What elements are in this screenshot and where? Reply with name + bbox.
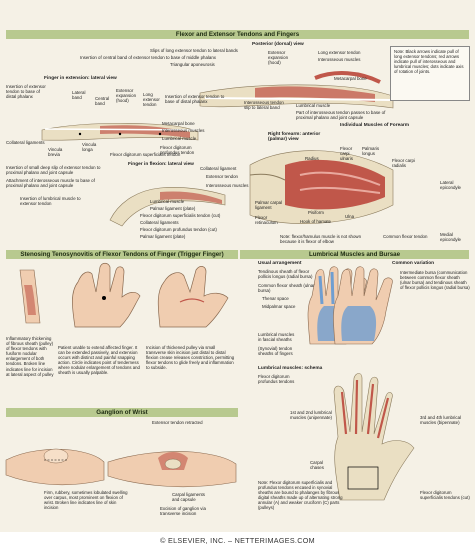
label-collateral-ligaments-2: Collateral ligaments: [140, 220, 179, 225]
label-interosseous-slip: Interosseous tendon slip to lateral band: [244, 100, 284, 110]
label-sheath-note: Note: Flexor digitorum superficialis and…: [258, 480, 346, 511]
label-synovial-tendon: (Synovial) tendon sheaths of fingers: [258, 346, 302, 356]
individual-muscles-label: Individual Muscles of Forearm: [340, 123, 409, 128]
label-long-extensor: Long extensor tendon: [143, 92, 169, 107]
label-fds-cut: Flexor digitorum superficialis tendon (c…: [140, 213, 220, 218]
label-first-second: 1st and 2nd lumbrical muscles (unipennat…: [290, 410, 332, 420]
trigger-finger-hand-illustration: [60, 262, 145, 332]
label-ext-tendon-retracted: Extensor tendon retracted: [152, 420, 203, 425]
label-part-interosseous: Part of interosseous tendon passes to ba…: [296, 110, 386, 120]
label-long-ext-tendon: Long extensor tendon: [318, 50, 360, 55]
label-insertion-ext-distal: Insertion of extensor tendon to base of …: [165, 94, 233, 104]
lumbrical-schema-label: Lumbrical muscles: schema: [258, 366, 322, 371]
lumbrical-header: Lumbrical Muscles and Bursae: [240, 250, 469, 259]
label-collateral-ligaments: Collateral ligaments: [6, 140, 45, 145]
label-lumbrical-fascial: Lumbrical muscles in fascial sheaths: [258, 332, 298, 342]
label-extensor-tendon: Extensor tendon: [206, 174, 238, 179]
label-palmar-ligament-plate: Palmar ligament (plate): [140, 234, 185, 239]
extension-view-label: Finger in extension: lateral view: [44, 76, 117, 81]
usual-arrangement-label: Usual arrangement: [258, 261, 301, 266]
label-ext-expansion: Extensor expansion (hood): [116, 88, 144, 103]
label-fds-tendons-cut: Flexor digitorum superficialis tendons (…: [420, 490, 470, 500]
dorsal-finger-illustration: [195, 58, 395, 118]
label-vincula-brevia: Vincula brevia: [48, 147, 68, 157]
label-collateral-ligament: Collateral ligament: [200, 166, 236, 171]
trigger-patient-text: Patient unable to extend affected finger…: [58, 345, 142, 376]
label-lateral-epicondyle: Lateral epicondyle: [440, 180, 470, 190]
trigger-finger-sheath-illustration: [10, 265, 50, 325]
dorsal-view-label: Posterior (dorsal) view: [252, 42, 304, 47]
label-excision: Excision of ganglion via transverse inci…: [160, 506, 226, 516]
label-triangular: Triangular aponeurosis: [170, 62, 215, 67]
label-small-deep-slip: Insertion of small deep slip of extensor…: [6, 165, 106, 175]
ganglion-excision-illustration: [108, 420, 238, 495]
label-vincula-longa: Vincula longa: [82, 142, 102, 152]
label-thenar-space: Thenar space: [262, 296, 289, 301]
copyright-footer: © ELSEVIER, INC. – NETTERIMAGES.COM: [0, 532, 475, 550]
label-fcr: Flexor carpi radialis: [392, 158, 424, 168]
label-palmar-ligament: Palmar ligament (plate): [150, 206, 195, 211]
label-note-fcr: Note: flexor/hamulus muscle is not shown…: [280, 234, 372, 244]
arrow-legend-note: Note: Black arrows indicate pull of long…: [390, 46, 470, 101]
label-palmar-carpal: Palmar carpal ligament: [255, 200, 289, 210]
label-central-band: Central band: [95, 96, 117, 106]
label-hook-hamate: Hook of hamate: [300, 219, 331, 224]
label-carpal-chases: Carpal chases: [310, 460, 334, 470]
trigger-inflammatory-text: Inflammatory thickening of fibrous sheat…: [6, 336, 54, 377]
label-insertion-ext-distal-2: Insertion of extensor tendon to base of …: [6, 84, 46, 99]
label-interosseous-muscles-3: Interosseous muscles: [206, 183, 248, 188]
label-medial-epicondyle: Medial epicondyle: [440, 232, 470, 242]
label-tendinous-sheath: Tendinous sheath of flexor pollicis long…: [258, 269, 320, 279]
label-common-flexor-sheath: Common flexor sheath (ulnar bursa): [258, 283, 320, 293]
label-lumbrical-muscle: Lumbrical muscle: [296, 103, 330, 108]
ganglion-header: Ganglion of Wrist: [6, 408, 238, 417]
trigger-finger-incision-illustration: [150, 262, 235, 332]
label-insertion-lumbrical: Insertion of lumbrical muscle to extenso…: [20, 196, 92, 206]
label-flexor-retinaculum: Flexor retinaculum: [255, 215, 289, 225]
ganglion-wrist-illustration: [6, 420, 106, 490]
label-common-flexor: Common flexor tendon: [383, 234, 427, 239]
common-variation-label: Common variation: [392, 261, 434, 266]
trigger-incision-text: Incision of thickened pulley via small t…: [146, 345, 236, 370]
label-metacarpal-bone: Metacarpal bone: [334, 76, 367, 81]
label-attachment-interosseous: Attachment of interosseous muscle to bas…: [6, 178, 110, 188]
label-midpalmar-space: Midpalmar space: [262, 304, 295, 309]
label-palmaris-longus: Palmaris longus: [362, 146, 388, 156]
trigger-finger-header: Stenosing Tenosynovitis of Flexor Tendon…: [6, 250, 238, 259]
label-interosseous-muscles: Interosseous muscles: [318, 57, 360, 62]
label-metacarpal-bone-2: Metacarpal bone: [162, 121, 195, 126]
label-fcu: Flexor carpi ulnaris: [340, 146, 362, 161]
label-ext-expansion-hood: Extensor expansion (hood): [268, 50, 296, 65]
label-ulna: Ulna: [345, 214, 354, 219]
label-lateral-band: Lateral band: [72, 90, 94, 100]
label-carpal-ligaments: Carpal ligaments and capsule: [172, 492, 212, 502]
label-radius: Radius: [305, 156, 319, 161]
label-lumbrical-muscle-2: Lumbrical muscle: [162, 136, 196, 141]
label-fdp-tendons: Flexor digitorum profundus tendons: [258, 374, 306, 384]
label-intermediate-bursa: Intermediate bursa (communication betwee…: [400, 270, 470, 290]
ganglion-firm-text: Firm, rubbery, sometimes lobulated swell…: [44, 490, 128, 510]
flexion-view-label: Finger in flexion: lateral view: [128, 162, 194, 167]
label-slips: Slips of long extensor tendon to lateral…: [150, 48, 238, 53]
label-fdp-cut: Flexor digitorum profundus tendon (cut): [140, 227, 217, 232]
label-pisiform: Pisiform: [308, 210, 324, 215]
label-insertion-central: Insertion of central band of extensor te…: [80, 55, 216, 60]
forearm-view-label: Right forearm: anterior (palmar) view: [268, 132, 328, 142]
label-lumbrical-muscle-3: Lumbrical muscle: [150, 199, 184, 204]
plate-title: Flexor and Extensor Tendons and Fingers: [6, 30, 469, 39]
label-fdp: Flexor digitorum profundus tendon: [160, 145, 208, 155]
label-interosseous-muscles-2: Interosseous muscles: [162, 128, 204, 133]
label-third-fourth: 3rd and 4th lumbrical muscles (bipennate…: [420, 415, 468, 425]
common-variation-hand: [330, 266, 395, 346]
